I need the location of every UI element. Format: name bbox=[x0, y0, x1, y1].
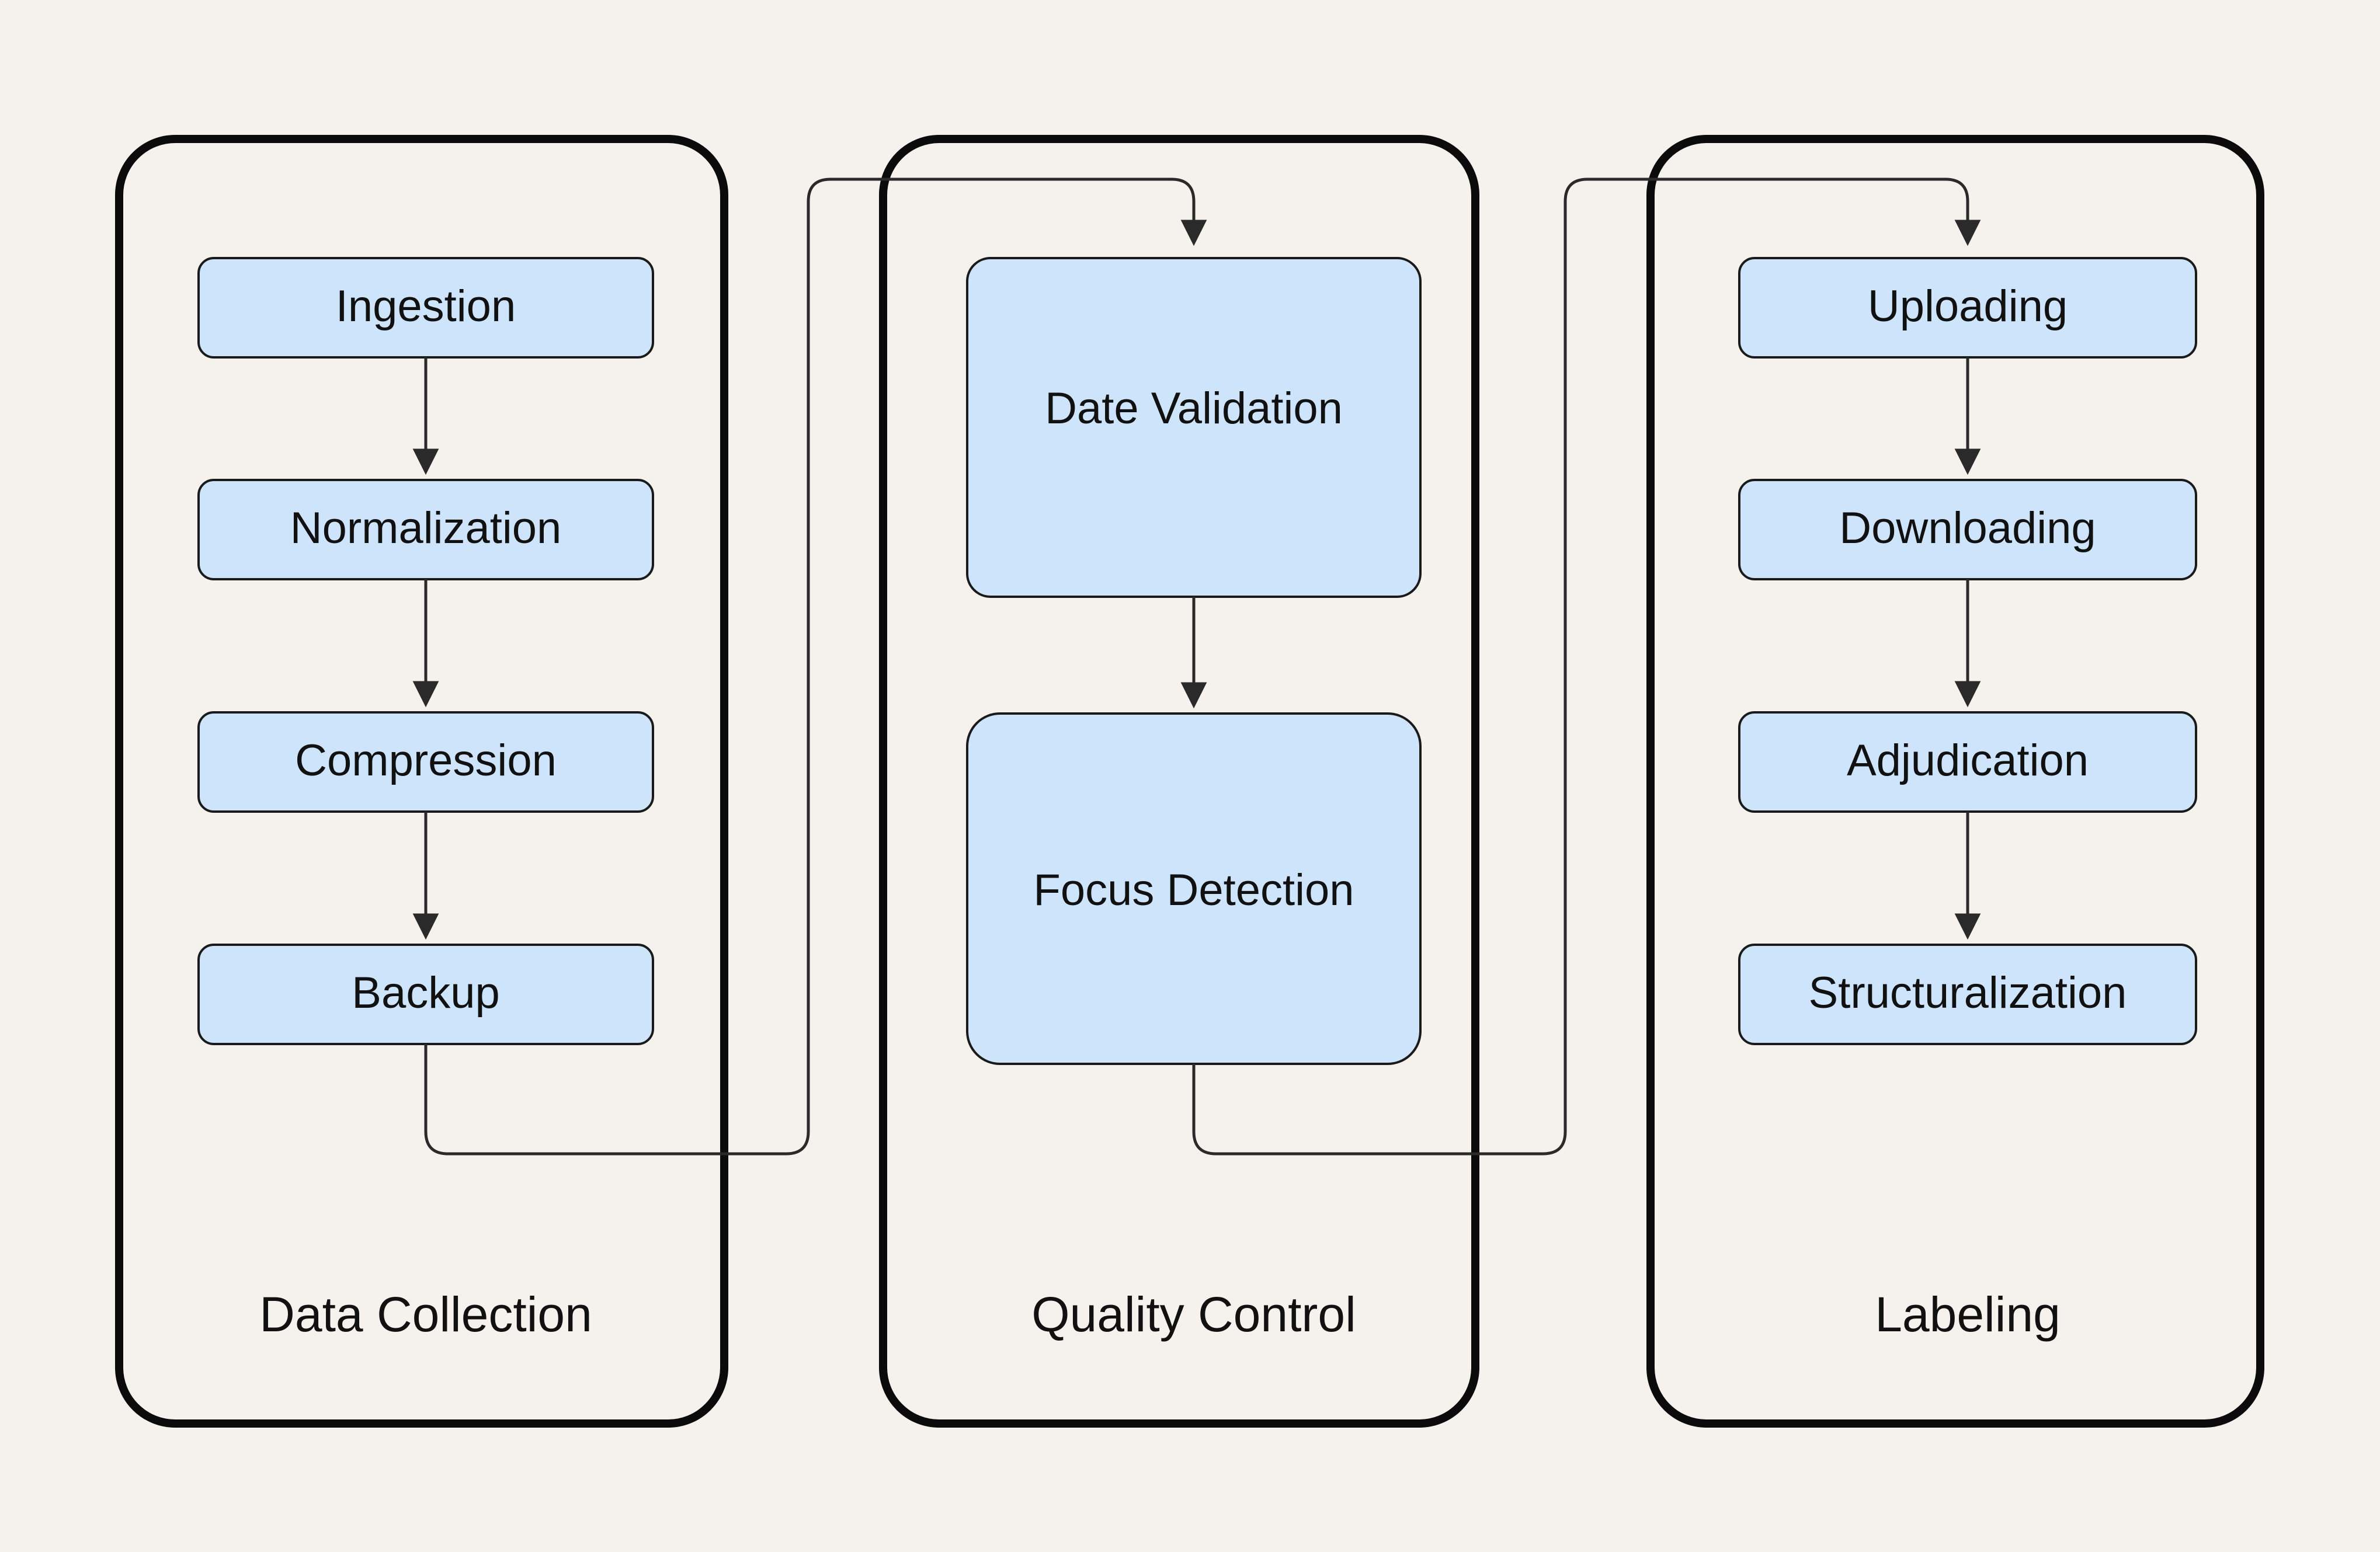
node-normalization[interactable]: Normalization bbox=[197, 479, 654, 580]
node-box-structuralization bbox=[1738, 944, 2197, 1045]
node-label-downloading: Downloading bbox=[1839, 503, 2096, 553]
node-label-focus-detection: Focus Detection bbox=[1033, 865, 1354, 915]
node-label-adjudication: Adjudication bbox=[1847, 736, 2089, 785]
node-date-validation[interactable]: Date Validation bbox=[966, 257, 1422, 598]
cluster-labeling[interactable]: Uploading Downloading Adjudication Struc… bbox=[1646, 135, 2264, 1428]
node-focus-detection[interactable]: Focus Detection bbox=[966, 712, 1422, 1065]
node-downloading[interactable]: Downloading bbox=[1738, 479, 2197, 580]
node-ingestion[interactable]: Ingestion bbox=[197, 257, 654, 359]
cluster-label-data-collection: Data Collection bbox=[259, 1287, 592, 1342]
node-label-date-validation: Date Validation bbox=[1045, 384, 1343, 433]
node-compression[interactable]: Compression bbox=[197, 711, 654, 813]
node-label-uploading: Uploading bbox=[1868, 281, 2068, 331]
cluster-data-collection[interactable]: Ingestion Normalization Compression Back… bbox=[115, 135, 728, 1428]
cluster-quality-control[interactable]: Date Validation Focus Detection Quality … bbox=[879, 135, 1479, 1428]
edge-focus-detection-to-uploading bbox=[1192, 178, 1981, 1156]
node-label-backup: Backup bbox=[352, 968, 500, 1018]
edge-backup-to-date-validation bbox=[424, 178, 1207, 1156]
node-label-normalization: Normalization bbox=[290, 503, 562, 553]
node-backup[interactable]: Backup bbox=[197, 944, 654, 1045]
node-label-compression: Compression bbox=[295, 736, 557, 785]
cluster-label-labeling: Labeling bbox=[1875, 1287, 2061, 1342]
cluster-label-quality-control: Quality Control bbox=[1031, 1287, 1356, 1342]
node-structuralization[interactable]: Structuralization bbox=[1738, 944, 2197, 1045]
node-adjudication[interactable]: Adjudication bbox=[1738, 711, 2197, 813]
node-uploading[interactable]: Uploading bbox=[1738, 257, 2197, 359]
node-label-structuralization: Structuralization bbox=[1809, 968, 2127, 1018]
node-label-ingestion: Ingestion bbox=[336, 281, 516, 331]
